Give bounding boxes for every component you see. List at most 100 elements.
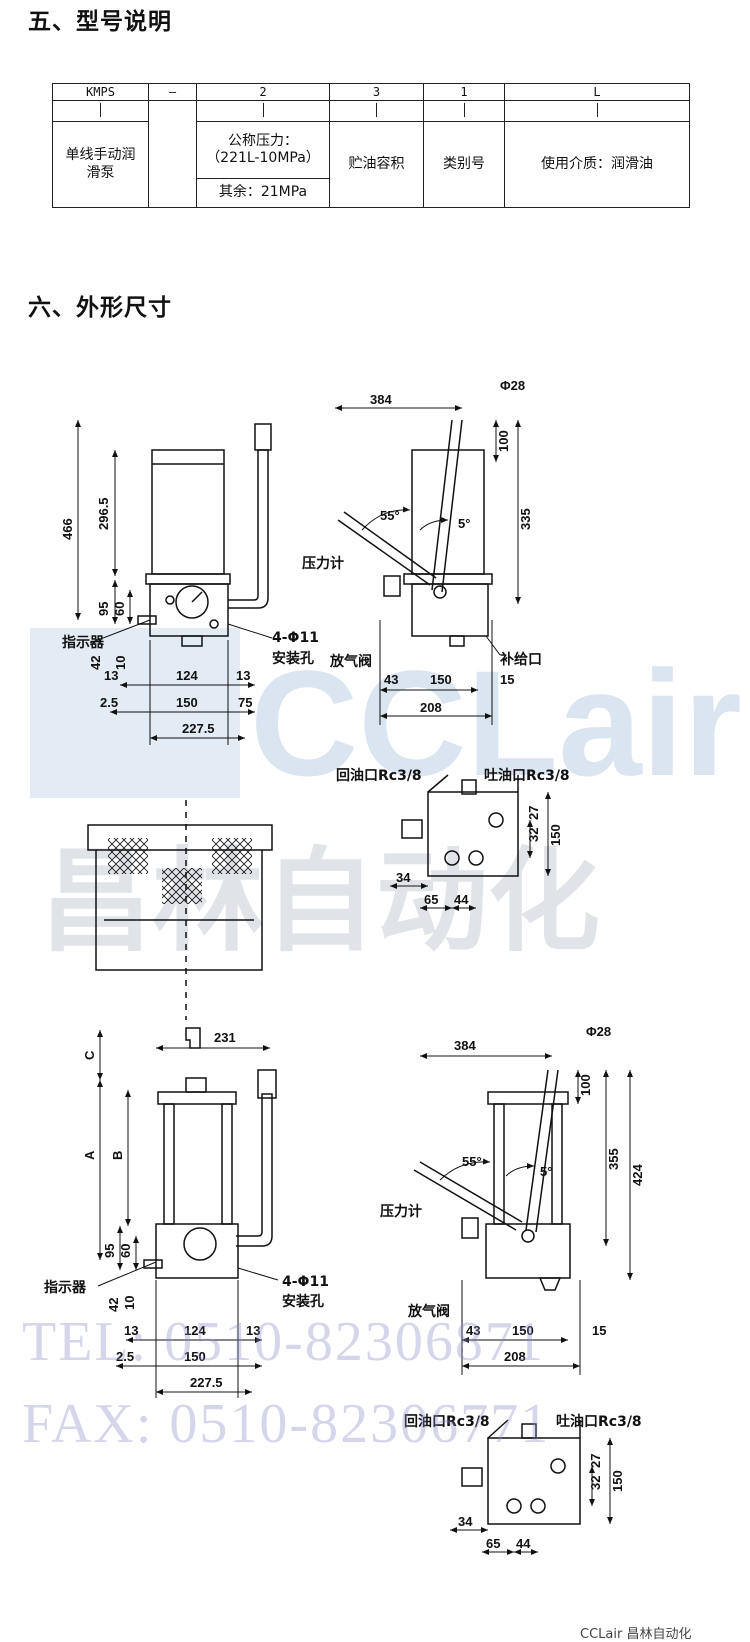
desc-pressure-nominal: 公称压力： （221L-10MPa） — [196, 121, 330, 179]
dim-150-port: 150 — [548, 824, 563, 846]
dim-65-b: 65 — [486, 1536, 500, 1551]
desc-category: 类别号 — [423, 121, 505, 208]
dimension-drawing: CCLair 昌林自动化 466 296.5 95 60 42 10 13 12… — [0, 380, 750, 1642]
watermark-fax: FAX: 0510-82306771 — [22, 1393, 550, 1455]
pump-side-view-top — [337, 419, 493, 647]
angle-55-b: 55° — [462, 1154, 482, 1169]
dim-335: 335 — [518, 508, 533, 530]
dim-B: B — [110, 1151, 125, 1160]
dims-top-right-lines — [335, 405, 521, 725]
dim-2-5: 2.5 — [100, 695, 118, 710]
port-detail-bottom — [461, 1419, 581, 1525]
label-pressure-gauge-b: 压力计 — [380, 1203, 422, 1220]
dim-13b-b: 13 — [246, 1323, 260, 1338]
dim-355: 355 — [606, 1148, 621, 1170]
pump-side-view-bottom — [413, 1069, 571, 1291]
label-indicator: 指示器 — [62, 634, 105, 651]
dim-43: 43 — [384, 672, 398, 687]
dim-34: 34 — [396, 870, 411, 885]
dim-34-b: 34 — [458, 1514, 473, 1529]
watermark-logo-block — [30, 628, 240, 798]
angle-5-b: 5° — [540, 1164, 552, 1179]
dim-227-5-b: 227.5 — [190, 1375, 223, 1390]
dim-100-b: 100 — [578, 1074, 593, 1096]
dims-top-left-lines — [75, 420, 273, 745]
label-outlet-port-b: 吐油口Rc3/8 — [556, 1413, 642, 1430]
dim-95-b: 95 — [102, 1244, 117, 1258]
dim-384: 384 — [370, 392, 392, 407]
dim-208: 208 — [420, 700, 442, 715]
tick-cell — [504, 100, 690, 122]
dim-15: 15 — [500, 672, 514, 687]
desc-pressure-other: 其余：21MPa — [196, 178, 330, 208]
label-outlet-port: 吐油口Rc3/8 — [484, 767, 570, 784]
dim-C: C — [82, 1050, 97, 1060]
dim-42: 42 — [88, 656, 103, 670]
dims-bottom-right-lines — [420, 1053, 633, 1375]
port-detail-top — [401, 774, 519, 877]
pump-front-view-bottom — [143, 1027, 277, 1279]
dims-bottom-left-lines — [97, 1030, 279, 1398]
label-mount-holes-b2: 安装孔 — [282, 1293, 324, 1310]
code-pressure: 2 — [196, 83, 330, 101]
label-return-port: 回油口Rc3/8 — [336, 767, 422, 784]
dim-27-b: 27 — [588, 1454, 603, 1468]
dim-150-rb: 150 — [512, 1323, 534, 1338]
section-title-model: 五、型号说明 — [28, 8, 172, 35]
dim-2-5-b: 2.5 — [116, 1349, 134, 1364]
tick-cell — [52, 100, 149, 122]
dim-27: 27 — [526, 806, 541, 820]
dim-424: 424 — [630, 1164, 645, 1186]
dim-227-5: 227.5 — [182, 721, 215, 736]
code-dash: — — [148, 83, 197, 101]
dims-port-top-lines — [390, 792, 551, 911]
section-title-dimensions: 六、外形尺寸 — [28, 294, 172, 321]
dim-32-27: 32 — [526, 828, 541, 842]
desc-volume: 贮油容积 — [329, 121, 424, 208]
dimension-drawing-svg: CCLair 昌林自动化 466 296.5 95 60 42 10 13 12… — [22, 380, 742, 1642]
dim-15-b: 15 — [592, 1323, 606, 1338]
dim-42-b: 42 — [106, 1298, 121, 1312]
dim-A: A — [82, 1150, 97, 1160]
dim-13a: 13 — [104, 668, 118, 683]
code-category: 1 — [423, 83, 505, 101]
dim-10: 10 — [113, 656, 128, 670]
label-mount-holes: 4-Φ11 — [272, 630, 319, 646]
dim-60-b: 60 — [118, 1244, 133, 1258]
brand-watermark: CCLair 昌林自动化 — [580, 1627, 691, 1642]
watermark-tel: TEL: 0510-82306871 — [22, 1311, 545, 1373]
dim-124: 124 — [176, 668, 198, 683]
dim-65: 65 — [424, 892, 438, 907]
dim-95: 95 — [96, 602, 111, 616]
dim-208-b: 208 — [504, 1349, 526, 1364]
code-volume: 3 — [329, 83, 424, 101]
dim-296-5: 296.5 — [96, 497, 111, 530]
label-indicator-b: 指示器 — [44, 1279, 87, 1296]
desc-pump: 单线手动润 滑泵 — [52, 121, 149, 208]
angle-5: 5° — [458, 516, 470, 531]
tick-cell — [423, 100, 505, 122]
dim-60: 60 — [112, 602, 127, 616]
dim-43-b: 43 — [466, 1323, 480, 1338]
dim-150: 150 — [176, 695, 198, 710]
dim-150-r: 150 — [430, 672, 452, 687]
dim-124-b: 124 — [184, 1323, 206, 1338]
dim-100: 100 — [496, 430, 511, 452]
dim-phi28-b: Φ28 — [586, 1024, 611, 1039]
label-vent-valve: 放气阀 — [329, 653, 372, 670]
angle-55: 55° — [380, 508, 400, 523]
dims-port-bottom-lines — [450, 1438, 613, 1555]
label-pressure-gauge: 压力计 — [302, 555, 344, 572]
label-fill-port: 补给口 — [499, 651, 542, 668]
label-mount-holes-2: 安装孔 — [272, 650, 314, 667]
dim-32-b: 32 — [588, 1476, 603, 1490]
pump-front-view-top — [137, 423, 272, 647]
dim-231: 231 — [214, 1030, 236, 1045]
code-kmps: KMPS — [52, 83, 149, 101]
dim-44: 44 — [454, 892, 469, 907]
dim-13b: 13 — [236, 668, 250, 683]
dim-75: 75 — [238, 695, 252, 710]
dim-150-port-b: 150 — [610, 1470, 625, 1492]
dim-13a-b: 13 — [124, 1323, 138, 1338]
tick-cell — [196, 100, 330, 122]
